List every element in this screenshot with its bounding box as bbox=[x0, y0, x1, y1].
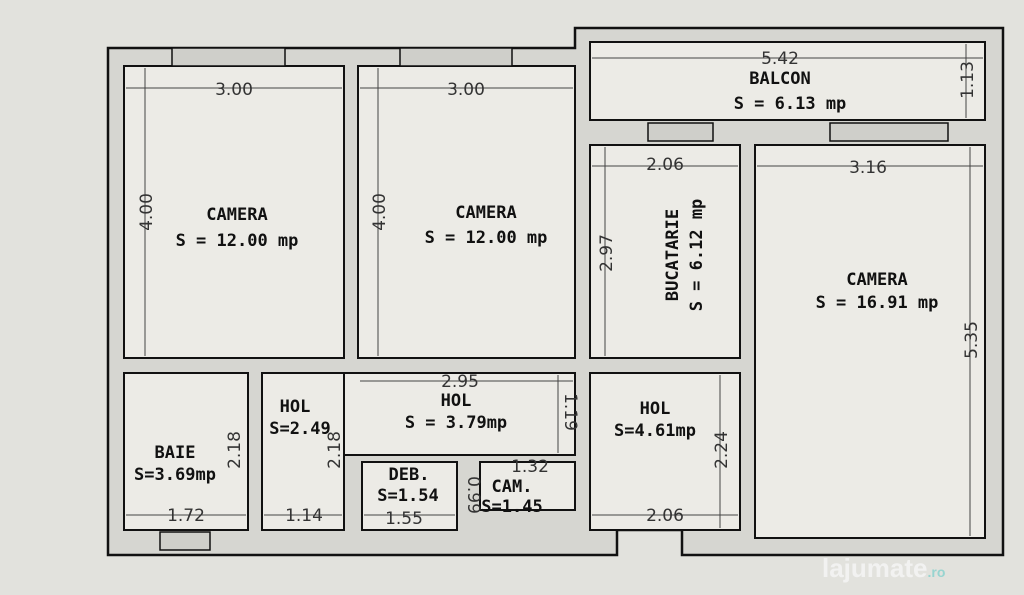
room-debara bbox=[361, 461, 458, 531]
room-camera-2 bbox=[357, 65, 576, 359]
cam-name: CAM. bbox=[492, 477, 533, 497]
hol-1-name: HOL bbox=[280, 397, 311, 417]
dim-balcon-width: 5.42 bbox=[761, 49, 799, 69]
hol-2-area: S = 3.79mp bbox=[405, 413, 507, 433]
dim-deb-width: 1.55 bbox=[385, 509, 423, 529]
dim-cam-width: 1.32 bbox=[511, 457, 549, 477]
watermark-brand: lajumate bbox=[822, 553, 928, 583]
window bbox=[159, 531, 211, 551]
dim-hol-3-length: 2.24 bbox=[712, 431, 732, 469]
camera-1-area: S = 12.00 mp bbox=[176, 231, 299, 251]
watermark-tld: .ro bbox=[927, 564, 946, 580]
deb-area: S=1.54 bbox=[377, 486, 438, 506]
room-baie bbox=[123, 372, 249, 531]
hol-1-area: S=2.49 bbox=[269, 419, 330, 439]
baie-name: BAIE bbox=[155, 443, 196, 463]
window bbox=[399, 47, 513, 67]
hol-3-name: HOL bbox=[640, 399, 671, 419]
room-camera-3 bbox=[754, 144, 986, 539]
dim-camera-3-length: 5.35 bbox=[962, 321, 982, 359]
room-hol-2 bbox=[343, 372, 576, 456]
room-hol-1 bbox=[261, 372, 345, 531]
dim-baie-length: 2.18 bbox=[225, 431, 245, 469]
dim-hol-1-width: 1.14 bbox=[285, 506, 323, 526]
dim-bucatarie-length: 2.97 bbox=[597, 234, 617, 272]
dim-camera-1-width: 3.00 bbox=[215, 80, 253, 100]
dim-baie-width: 1.72 bbox=[167, 506, 205, 526]
dim-balcon-depth: 1.13 bbox=[958, 61, 978, 99]
room-balcon bbox=[589, 41, 986, 121]
dim-hol-2-width: 2.95 bbox=[441, 372, 479, 392]
dim-camera-3-width: 3.16 bbox=[849, 158, 887, 178]
room-camara bbox=[479, 461, 576, 511]
deb-name: DEB. bbox=[389, 465, 430, 485]
dim-bucatarie-width: 2.06 bbox=[646, 155, 684, 175]
bucatarie-area: S = 6.12 mp bbox=[687, 199, 707, 312]
dim-hol-3-width: 2.06 bbox=[646, 506, 684, 526]
window bbox=[829, 122, 949, 142]
window bbox=[647, 122, 714, 142]
dim-camera-2-width: 3.00 bbox=[447, 80, 485, 100]
dim-hol-1-length: 2.18 bbox=[325, 431, 345, 469]
window bbox=[171, 47, 286, 67]
room-hol-3 bbox=[589, 372, 741, 531]
camera-3-name: CAMERA bbox=[846, 270, 907, 290]
dim-hol-2-length: 1.19 bbox=[560, 393, 580, 431]
dimension-lines bbox=[126, 44, 983, 536]
watermark-logo: lajumate.ro bbox=[822, 553, 945, 584]
room-camera-1 bbox=[123, 65, 345, 359]
dim-camera-1-length: 4.00 bbox=[137, 193, 157, 231]
cam-area: S=1.45 bbox=[481, 497, 542, 517]
hol-2-name: HOL bbox=[441, 391, 472, 411]
hol-3-area: S=4.61mp bbox=[614, 421, 696, 441]
camera-3-area: S = 16.91 mp bbox=[816, 293, 939, 313]
camera-2-name: CAMERA bbox=[455, 203, 516, 223]
camera-1-name: CAMERA bbox=[206, 205, 267, 225]
camera-2-area: S = 12.00 mp bbox=[425, 228, 548, 248]
room-bucatarie bbox=[589, 144, 741, 359]
bucatarie-name: BUCATARIE bbox=[663, 209, 683, 301]
balcon-name: BALCON bbox=[749, 69, 810, 89]
dim-camera-2-length: 4.00 bbox=[370, 193, 390, 231]
balcon-area: S = 6.13 mp bbox=[734, 94, 847, 114]
baie-area: S=3.69mp bbox=[134, 465, 216, 485]
dim-deb-length: 0.99 bbox=[463, 476, 483, 514]
